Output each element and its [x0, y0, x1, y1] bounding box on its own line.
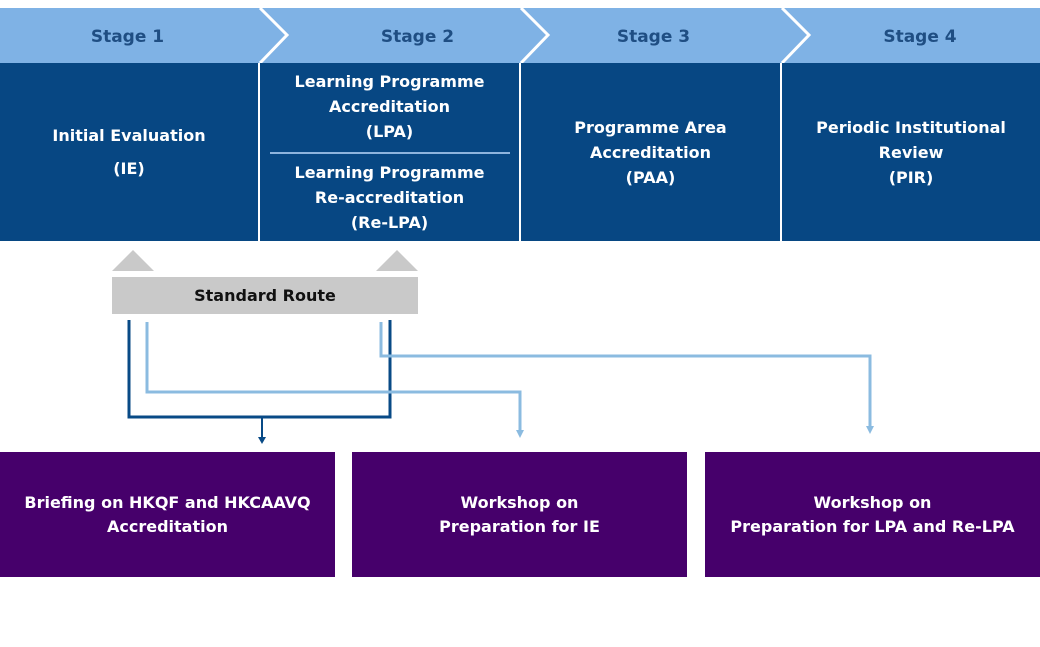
connector-ie-workshop — [145, 322, 522, 430]
stage-2-lpa-abbrev: (LPA) — [365, 122, 414, 141]
stage-1-abbrev: (IE) — [113, 159, 145, 178]
stage-2-divider — [269, 152, 510, 154]
stage-4-line-2: Review — [878, 142, 944, 162]
stage-3-line-2: Accreditation — [590, 142, 711, 162]
stage-2-relpa-group: Learning Programme Re-accreditation (Re-… — [295, 160, 485, 235]
stage-1-title: Initial Evaluation — [52, 126, 206, 145]
stage-2-relpa-abbrev: (Re-LPA) — [350, 213, 429, 232]
stage-1-box: Initial Evaluation (IE) — [0, 63, 258, 241]
stage-2-relpa-line-1: Learning Programme — [294, 163, 485, 182]
stage-2-lpa-line-1: Learning Programme — [294, 72, 485, 91]
route-pointer-stage-1 — [112, 250, 154, 271]
route-pointer-stage-2 — [376, 250, 418, 271]
connector-lpa-workshop — [379, 322, 872, 426]
stage-4-header: Stage 4 — [883, 27, 957, 47]
lpa-workshop-line-2: Preparation for LPA and Re-LPA — [730, 516, 1015, 536]
arrow-lpa-workshop-icon — [866, 426, 874, 434]
standard-route-label: Standard Route — [194, 286, 336, 305]
stage-4-abbrev: (PIR) — [888, 167, 934, 187]
chevron-divider-2 — [519, 8, 551, 63]
chevron-divider-1 — [258, 8, 290, 63]
stage-header-background — [0, 8, 1040, 63]
briefing-line-2: Accreditation — [107, 516, 228, 536]
ie-workshop-line-2: Preparation for IE — [439, 516, 600, 536]
stage-1-header: Stage 1 — [90, 27, 165, 47]
standard-route-box: Standard Route — [112, 277, 418, 314]
stage-3-box: Programme Area Accreditation (PAA) — [521, 63, 780, 241]
stage-4-box: Periodic Institutional Review (PIR) — [782, 63, 1040, 241]
lpa-workshop-box: Workshop on Preparation for LPA and Re-L… — [705, 452, 1040, 577]
stage-3-abbrev: (PAA) — [625, 167, 676, 187]
chevron-divider-3 — [780, 8, 812, 63]
stage-chevrons — [0, 8, 1040, 63]
stage-2-lpa-group: Learning Programme Accreditation (LPA) — [295, 69, 485, 144]
stage-3-line-1: Programme Area — [574, 117, 727, 137]
arrow-briefing-icon — [258, 437, 266, 444]
stage-2-box: Learning Programme Accreditation (LPA) L… — [260, 63, 519, 241]
ie-workshop-line-1: Workshop on — [460, 492, 579, 512]
stage-2-lpa-line-2: Accreditation — [329, 97, 450, 116]
lpa-workshop-line-1: Workshop on — [813, 492, 932, 512]
briefing-box: Briefing on HKQF and HKCAAVQ Accreditati… — [0, 452, 335, 577]
stage-3-header: Stage 3 — [616, 27, 691, 47]
arrow-ie-workshop-icon — [516, 430, 524, 438]
stage-4-line-1: Periodic Institutional — [816, 117, 1006, 137]
briefing-line-1: Briefing on HKQF and HKCAAVQ — [24, 492, 311, 512]
stage-header-bar — [0, 8, 1040, 63]
connector-briefing-right — [262, 320, 392, 419]
stage-2-header: Stage 2 — [380, 27, 455, 47]
connector-briefing-left — [127, 320, 262, 419]
ie-workshop-box: Workshop on Preparation for IE — [352, 452, 687, 577]
stage-2-relpa-line-2: Re-accreditation — [314, 188, 465, 207]
